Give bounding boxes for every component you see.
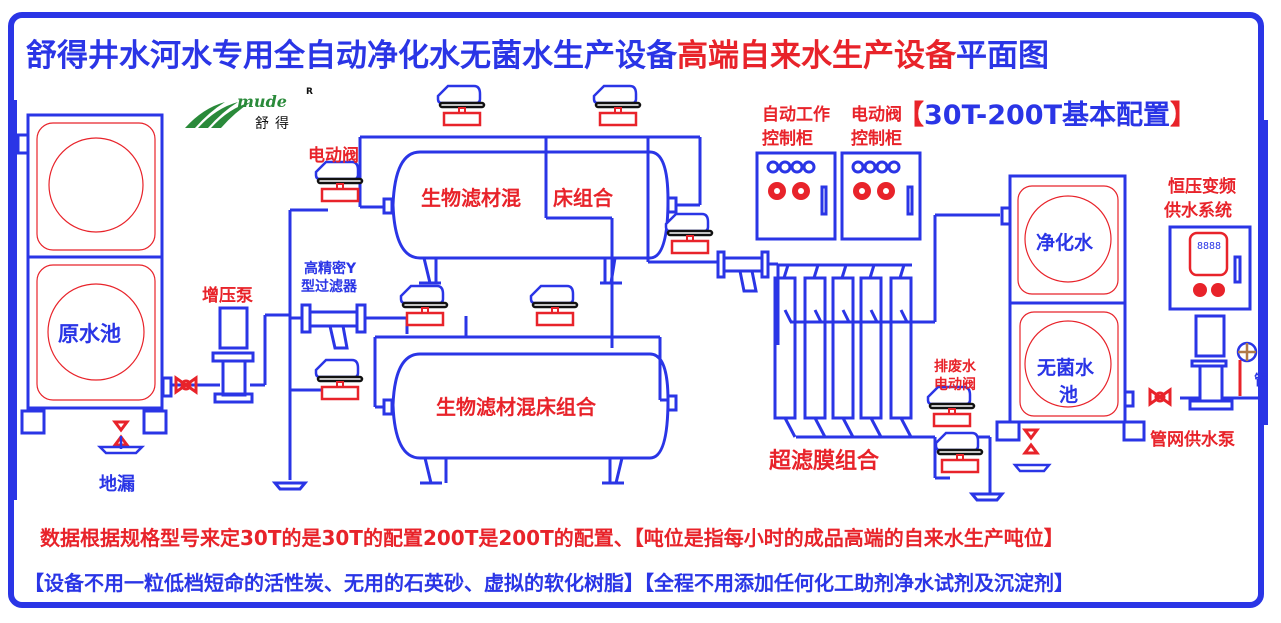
network-pump <box>1180 120 1268 425</box>
electric-valve-icon <box>529 284 579 327</box>
label-bio-filter-lower: 生物滤材混床组合 <box>436 395 596 419</box>
tank-inner-markings <box>36 122 1119 417</box>
label-vfd-1: 恒压变频 <box>1168 177 1236 197</box>
capacity-subtitle: 【30T-200T基本配置】 <box>897 93 1197 132</box>
clean-water-tank <box>995 174 1146 442</box>
label-electric-valve: 电动阀 <box>308 146 359 166</box>
lower-tank <box>373 316 678 485</box>
label-uf-group: 超滤膜组合 <box>769 449 880 474</box>
label-waste-valve-2: 电动阀 <box>934 377 976 393</box>
floor-drain-icon <box>96 445 146 455</box>
upper-tank <box>358 135 718 348</box>
uf-membrane-group <box>773 213 1006 502</box>
electric-valve-icon <box>926 385 976 428</box>
vfd-display: 8888 <box>1197 241 1222 252</box>
label-sterile-tank-1: 无菌水 <box>1037 357 1095 379</box>
y-filter-outlet <box>716 250 780 345</box>
label-bio-filter-upper-a: 生物滤材混 <box>421 186 521 210</box>
raw-water-tank <box>16 113 173 435</box>
label-booster-pump: 增压泵 <box>202 286 253 306</box>
electric-valve-icon <box>314 160 364 203</box>
electric-valves <box>314 84 984 474</box>
electric-valve-icon <box>592 84 642 127</box>
electric-valve-icon <box>314 358 364 401</box>
manual-valves <box>112 360 1242 455</box>
label-auto-cabinet-1: 自动工作 <box>762 105 830 125</box>
label-bio-filter-upper-b: 床组合 <box>553 186 613 210</box>
logo-brand-latin: mude <box>237 92 287 111</box>
label-purified-tank: 净化水 <box>1036 232 1094 254</box>
electric-valve-icon <box>934 431 984 474</box>
cabinet-buttons <box>768 182 1225 297</box>
title-part1: 舒得井水河水专用全自动净化水无菌水生产设备 <box>26 38 677 74</box>
capacity-range: 30T-200T基本配置 <box>924 100 1171 131</box>
diagram-frame <box>8 12 1264 608</box>
title-part3: 平面图 <box>956 38 1049 74</box>
bracket-open: 【 <box>897 100 924 131</box>
logo-registered: R <box>306 87 313 97</box>
label-vfd-2: 供水系统 <box>1164 201 1232 221</box>
logo-brand-cn: 舒得 <box>255 116 295 132</box>
logo-icon <box>185 102 251 128</box>
note-capacity: 数据根据规格型号来定30T的是30T的配置200T是200T的配置、【吨位是指每… <box>40 526 1064 550</box>
label-raw-water-tank: 原水池 <box>58 322 121 346</box>
y-filter <box>290 303 409 350</box>
bracket-close: 】 <box>1170 100 1198 131</box>
label-sterile-tank-2: 池 <box>1059 384 1079 406</box>
note-no-chemicals: 【设备不用一粒低档短命的活性炭、无用的石英砂、虚拟的软化树脂】【全程不用添加任何… <box>24 571 1074 595</box>
electric-valve-icon <box>399 284 449 327</box>
booster-pump <box>170 306 290 404</box>
page-title: 舒得井水河水专用全自动净化水无菌水生产设备高端自来水生产设备平面图 <box>26 30 1049 75</box>
vfd-display-frame <box>1188 231 1229 277</box>
label-valve-cabinet-2: 控制柜 <box>851 129 902 149</box>
label-y-filter-2: 型过滤器 <box>301 279 357 295</box>
label-valve-cabinet-1: 电动阀 <box>851 105 902 125</box>
vfd-cabinet <box>1168 225 1252 311</box>
label-floor-drain: 地漏 <box>99 474 135 495</box>
label-waste-valve-1: 排废水 <box>934 359 976 375</box>
electric-valve-icon <box>664 212 714 255</box>
control-cabinets <box>755 151 922 241</box>
label-pipe-edge: 管 <box>1254 373 1268 389</box>
label-y-filter-1: 高精密Y <box>304 261 357 277</box>
electric-valve-icon <box>436 84 486 127</box>
label-network-pump: 管网供水泵 <box>1150 430 1235 450</box>
gauge-icon <box>1238 343 1256 361</box>
title-part2: 高端自来水生产设备 <box>677 38 956 74</box>
label-auto-cabinet-2: 控制柜 <box>762 129 813 149</box>
